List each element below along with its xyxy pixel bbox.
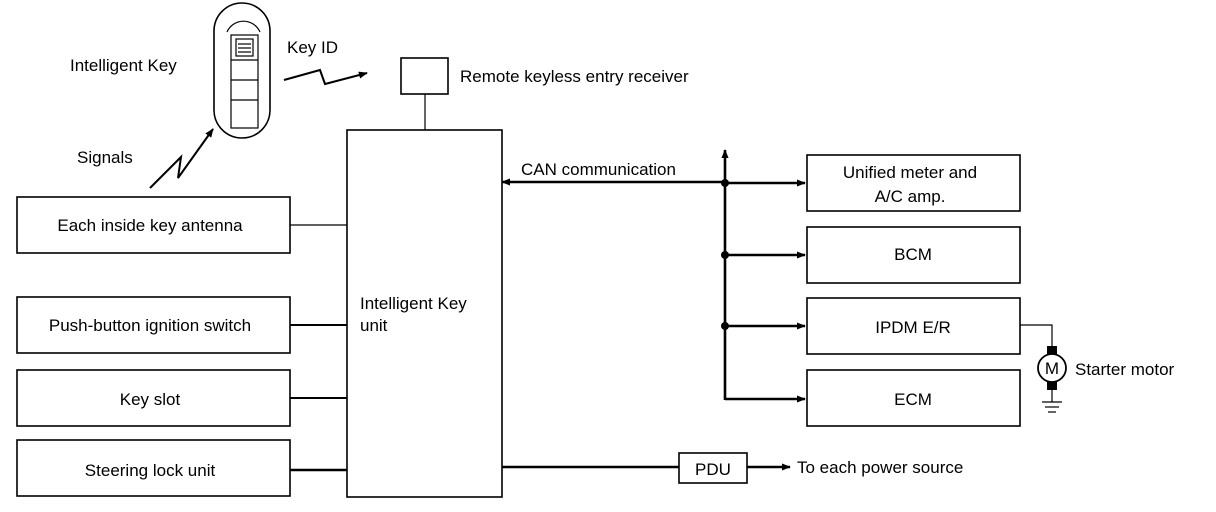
junction-dot <box>721 251 729 259</box>
starter-motor-feed-line <box>1020 324 1053 348</box>
motor-terminal-top <box>1047 346 1057 354</box>
intelligent-key-unit <box>346 129 503 498</box>
left-box-label-ignition: Push-button ignition switch <box>49 316 251 335</box>
key-id-signal-arrow <box>283 68 368 86</box>
intelligent-key-label: Intelligent Key <box>70 56 177 75</box>
junction-dot <box>721 322 729 330</box>
meter-label-line1: Unified meter and <box>843 163 977 182</box>
signals-label: Signals <box>77 148 133 167</box>
ecm-box <box>806 369 1021 427</box>
remote-receiver-label: Remote keyless entry receiver <box>460 67 689 86</box>
ecm-label: ECM <box>894 390 932 409</box>
left-box-label-steering-lock: Steering lock unit <box>85 461 216 480</box>
can-communication-label: CAN communication <box>521 160 676 179</box>
pdu-box <box>678 452 748 484</box>
junction-dot <box>721 179 729 187</box>
ipdm-label: IPDM E/R <box>875 318 951 337</box>
intelligent-key-unit-line1: Intelligent Key <box>360 294 467 313</box>
left-box-label-key-slot: Key slot <box>120 390 181 409</box>
to-each-power-source-label: To each power source <box>797 458 963 477</box>
motor-terminal-bottom <box>1047 382 1057 390</box>
unified-meter-ac-amp-box <box>806 154 1021 212</box>
meter-label-line2: A/C amp. <box>875 187 946 206</box>
intelligent-key-unit-line2: unit <box>360 316 388 335</box>
signals-arrow <box>149 128 214 189</box>
bcm-label: BCM <box>894 245 932 264</box>
left-box-label-antenna: Each inside key antenna <box>57 216 243 235</box>
remote-keyless-entry-receiver <box>400 57 449 95</box>
intelligent-key-fob-icon <box>213 2 271 139</box>
motor-symbol: M <box>1045 359 1059 378</box>
each-inside-key-antenna-box <box>16 196 291 254</box>
starter-motor-label: Starter motor <box>1075 360 1175 379</box>
pdu-label: PDU <box>695 460 731 479</box>
bcm-box <box>806 226 1021 284</box>
key-id-label: Key ID <box>287 38 338 57</box>
ipdm-er-box <box>806 297 1021 355</box>
steering-lock-unit-box <box>16 439 291 497</box>
ground-icon <box>1042 401 1062 413</box>
